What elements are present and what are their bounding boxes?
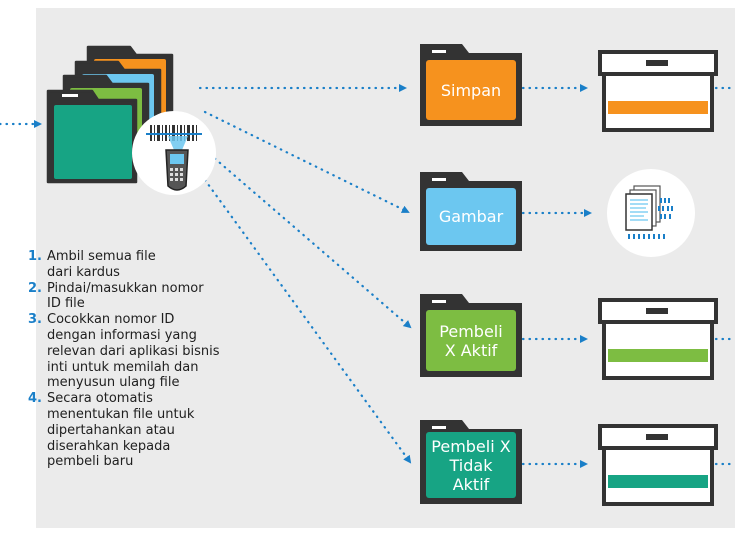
archive-box-icon bbox=[598, 50, 718, 132]
step-item: 3.Cocokkan nomor ID dengan informasi yan… bbox=[28, 312, 278, 391]
step-text: Pindai/masukkan nomor ID file bbox=[47, 280, 204, 312]
archive-box-icon bbox=[598, 424, 718, 506]
flow-arrows bbox=[0, 84, 735, 468]
arrow-to-aktif bbox=[203, 148, 412, 329]
steps-list: 1.Ambil semua file dari kardus 2.Pindai/… bbox=[28, 249, 278, 470]
barcode-scanner-icon bbox=[132, 111, 216, 195]
arrow-to-gambar bbox=[203, 110, 410, 214]
step-text: Ambil semua file dari kardus bbox=[47, 249, 156, 280]
archive-box-icon bbox=[598, 298, 718, 380]
step-item: 1.Ambil semua file dari kardus bbox=[28, 249, 278, 281]
step-text: Secara otomatis menentukan file untuk di… bbox=[47, 391, 195, 470]
step-item: 4.Secara otomatis menentukan file untuk … bbox=[28, 391, 278, 470]
folder-simpan bbox=[420, 44, 522, 126]
folder-pembeli-aktif bbox=[420, 294, 522, 377]
step-item: 2.Pindai/masukkan nomor ID file bbox=[28, 281, 278, 313]
step-text: Cocokkan nomor ID dengan informasi yang … bbox=[47, 312, 220, 391]
folder-label-pembeli-aktif: Pembeli X Aktif bbox=[439, 321, 503, 360]
folder-gambar bbox=[420, 172, 522, 251]
folder-pembeli-tidak-aktif bbox=[420, 420, 522, 504]
scanned-document-icon bbox=[607, 169, 695, 257]
folder-label-pembeli-tidak-aktif: Pembeli X Tidak Aktif bbox=[431, 436, 511, 494]
folder-label-gambar: Gambar bbox=[438, 207, 504, 226]
folder-label-simpan: Simpan bbox=[440, 80, 502, 100]
arrow-to-tidak-aktif bbox=[203, 178, 412, 464]
